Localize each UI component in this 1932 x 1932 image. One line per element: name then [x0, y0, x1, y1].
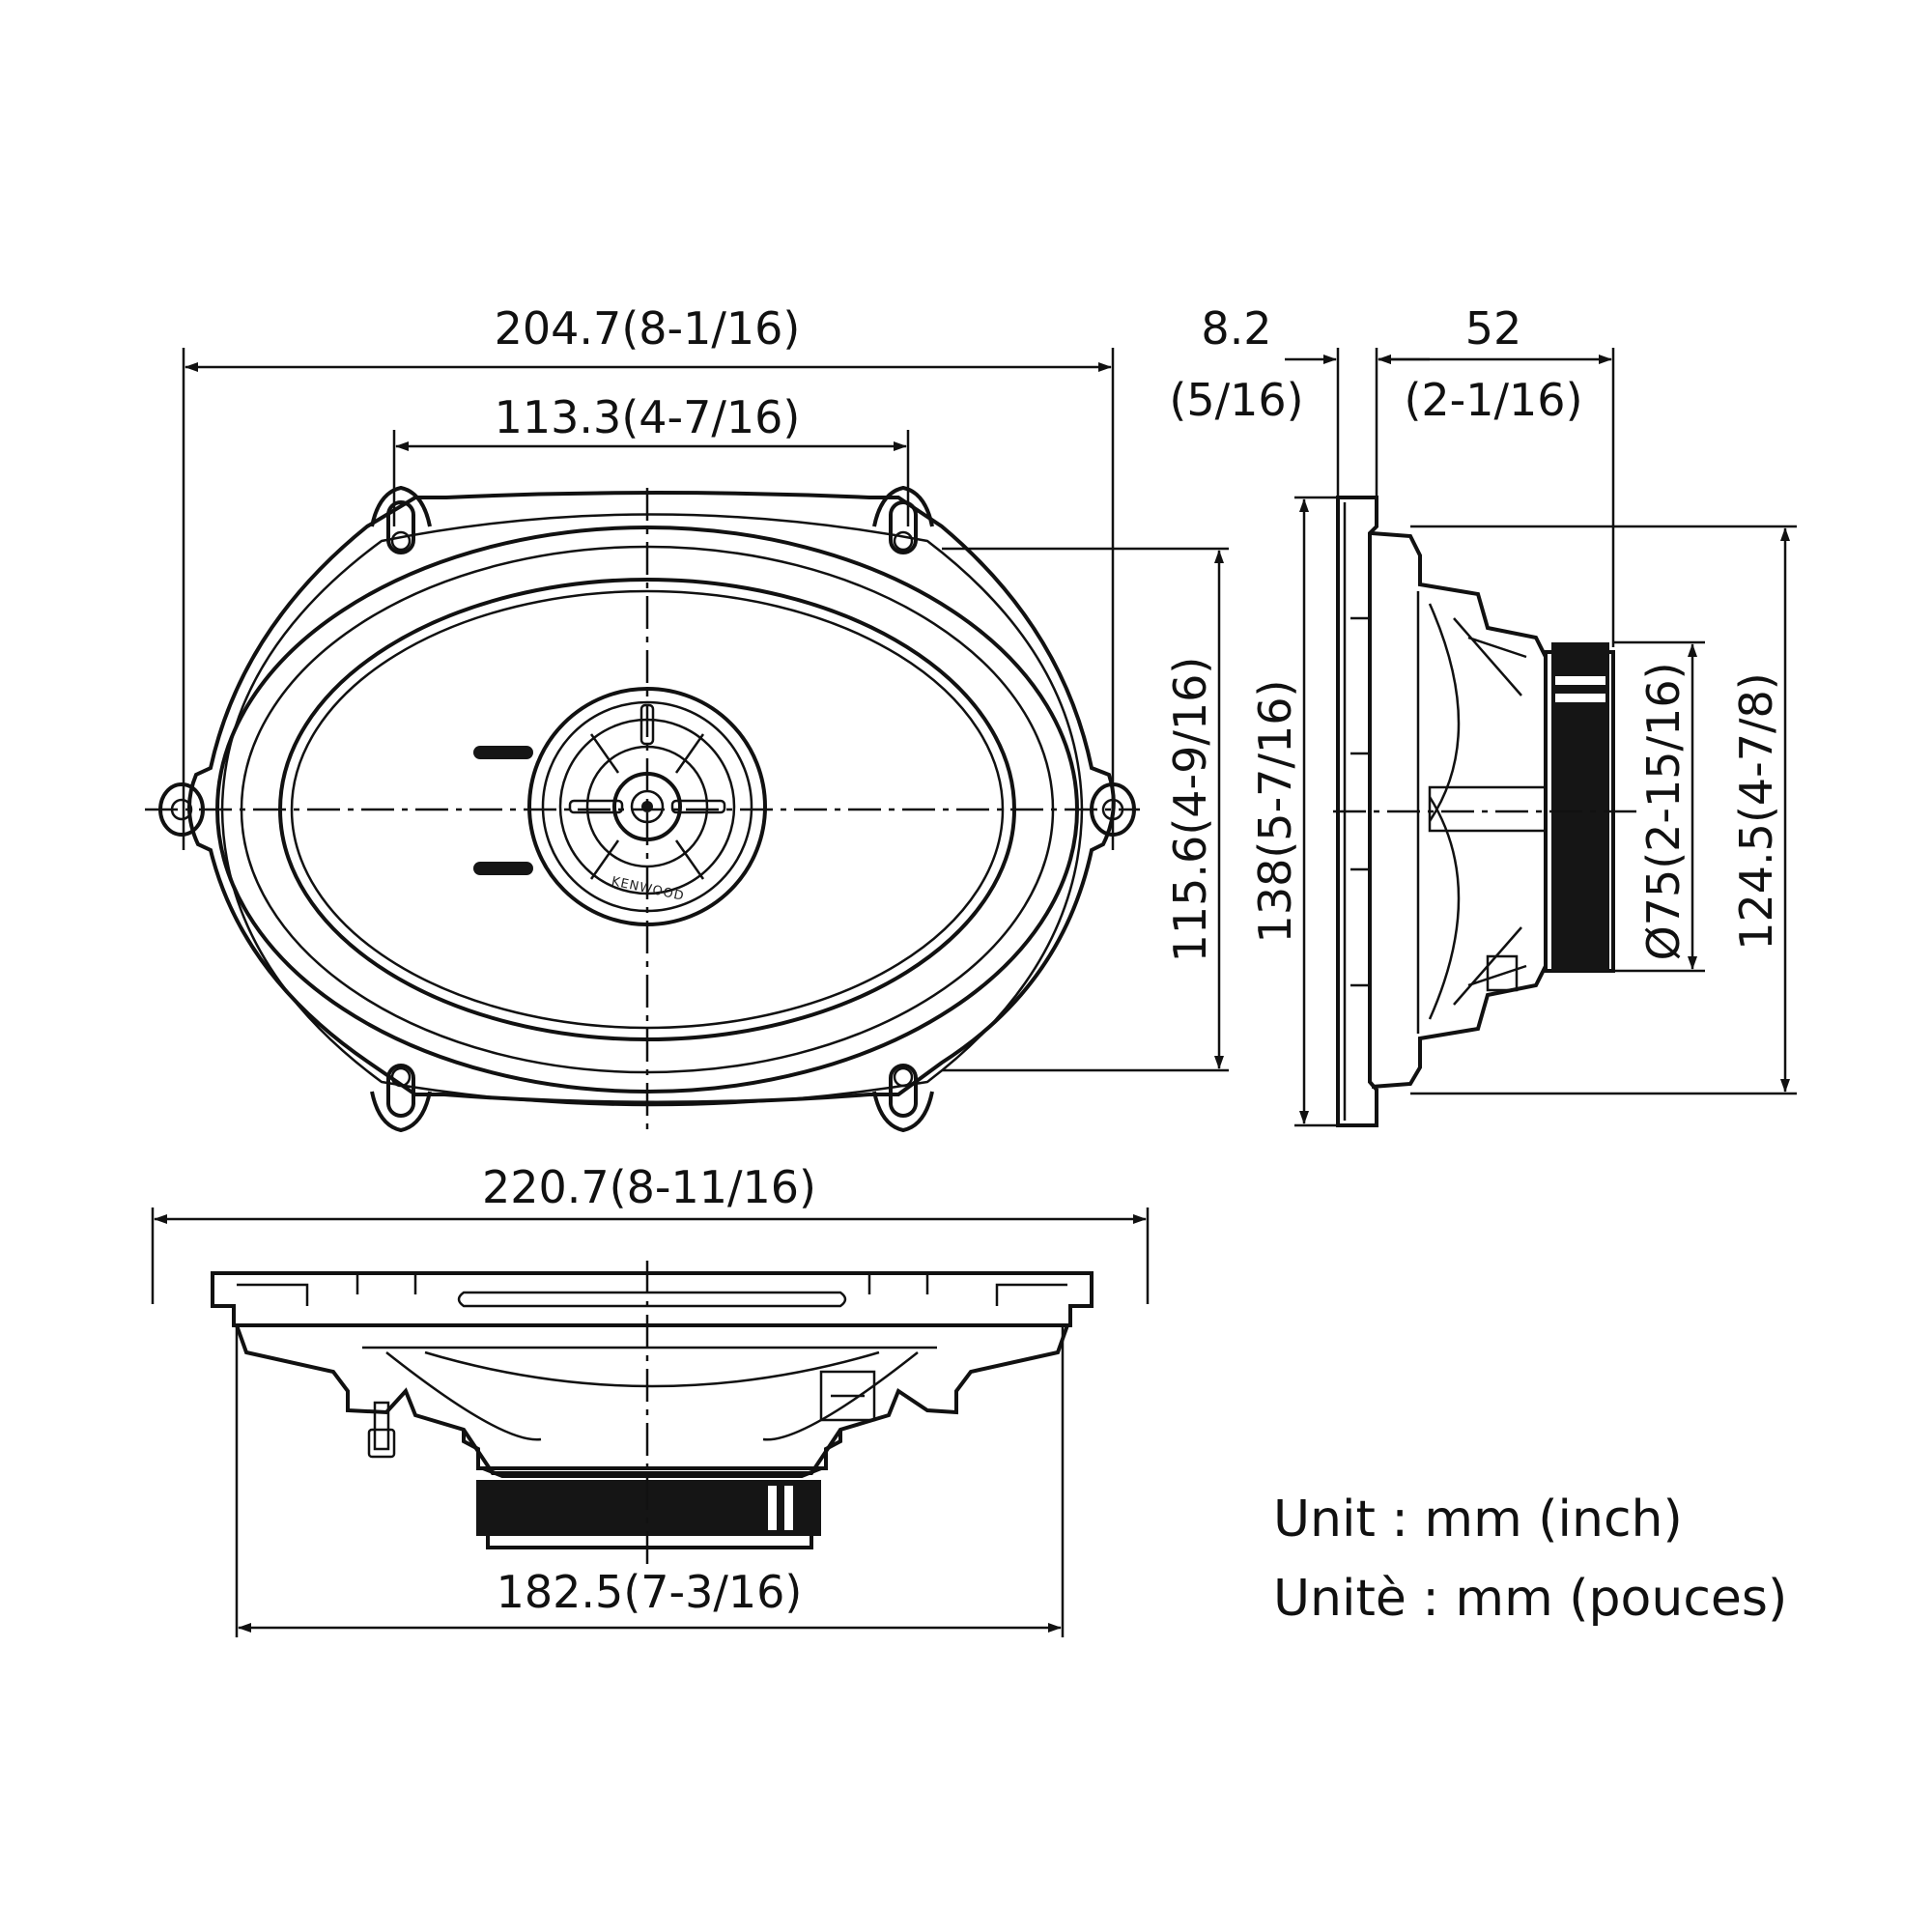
- dimension-front-width: 204.7(8-1/16): [182, 302, 1115, 850]
- bottom-width-label: 220.7(8-11/16): [482, 1161, 816, 1213]
- flange-thickness-inch-label: (5/16): [1169, 374, 1303, 426]
- dimension-side-height: 138(5-7/16): [1249, 496, 1338, 1127]
- dimension-flange-thickness: 8.2 (5/16): [1169, 302, 1430, 497]
- mount-slot-bottom-right: [872, 1064, 934, 1133]
- front-height-label: 115.6(4-9/16): [1164, 657, 1216, 963]
- side-magnet: [1544, 642, 1615, 973]
- side-flange: [1336, 496, 1378, 1127]
- units-legend: Unit : mm (inch) Unitè : mm (pouces): [1273, 1491, 1787, 1628]
- mount-slot-top-left: [370, 485, 432, 554]
- mount-slot-bottom-left: [370, 1064, 432, 1133]
- mount-depth-label: 52: [1465, 302, 1522, 355]
- front-view: KENWOOD 204.7(8-1/16) 113.3(4-7/16): [145, 302, 1229, 1133]
- side-height-label: 138(5-7/16): [1249, 680, 1301, 944]
- speaker-terminals: [473, 746, 533, 875]
- bottom-basket: [235, 1324, 1069, 1475]
- front-flange: [186, 491, 1116, 1107]
- unit-label-french: Unitè : mm (pouces): [1273, 1570, 1787, 1628]
- side-basket: [1371, 531, 1548, 1089]
- mount-spacing-label: 113.3(4-7/16): [495, 391, 801, 443]
- dimension-mount-depth: 52 (2-1/16): [1378, 302, 1615, 647]
- unit-label-english: Unit : mm (inch): [1273, 1491, 1683, 1548]
- mount-depth-inch-label: (2-1/16): [1404, 374, 1582, 426]
- dimension-magnet-diameter: Ø75(2-15/16): [1613, 640, 1705, 973]
- cutout-height-label: 124.5(4-7/8): [1730, 672, 1782, 950]
- bottom-flange: [211, 1271, 1094, 1327]
- magnet-diameter-label: Ø75(2-15/16): [1637, 662, 1690, 960]
- side-view: 8.2 (5/16) 52 (2-1/16) 138(5-7/16) Ø75(2…: [1169, 302, 1797, 1127]
- dimension-mount-spacing: 113.3(4-7/16): [392, 391, 910, 526]
- dimension-bottom-width: 220.7(8-11/16): [151, 1161, 1150, 1304]
- bottom-terminal: [367, 1401, 396, 1459]
- bottom-view: 220.7(8-11/16) 182.5(7-3/16): [151, 1161, 1150, 1637]
- bottom-magnet: [476, 1480, 821, 1536]
- front-width-label: 204.7(8-1/16): [495, 302, 801, 355]
- dimension-cutout-height: 124.5(4-7/8): [1410, 525, 1797, 1095]
- mount-slot-top-right: [872, 485, 934, 554]
- dimension-basket-width: 182.5(7-3/16): [235, 1325, 1065, 1637]
- dimension-front-height: 115.6(4-9/16): [942, 547, 1229, 1072]
- basket-width-label: 182.5(7-3/16): [497, 1566, 803, 1618]
- flange-thickness-label: 8.2: [1201, 302, 1271, 355]
